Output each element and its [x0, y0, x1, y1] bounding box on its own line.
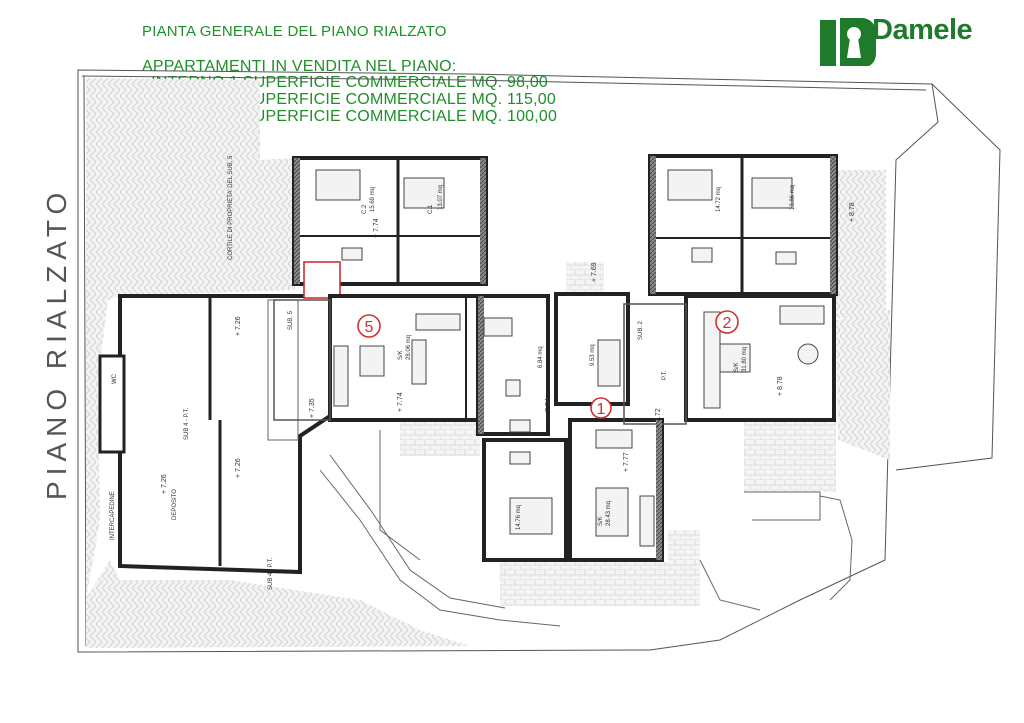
unit-markers: 5 2 1	[357, 310, 739, 419]
pt-label: P.T.	[662, 370, 668, 380]
sk1-area: 28.43 mq	[606, 501, 612, 526]
page-title: PIANTA GENERALE DEL PIANO RIALZATO	[142, 23, 447, 40]
c2b-area: 14.72 mq	[716, 187, 722, 212]
property-boundary	[77, 69, 1001, 653]
sub1-apartment	[476, 292, 664, 562]
sk2-label: S/K	[734, 362, 740, 372]
level-marker: + 7.72	[655, 408, 662, 428]
sub4-label: SUB 4 - P.T.	[184, 407, 190, 440]
sub4-building	[98, 294, 332, 575]
furniture	[315, 169, 825, 547]
unit-marker-5: 5	[365, 319, 374, 336]
c1-area: 13.07 mq	[438, 185, 444, 210]
intercapedine-label: INTERCAPEDINE	[110, 491, 116, 540]
courtyard-label: CORTILE DI PROPRIETA' DEL SUB. 5	[228, 155, 234, 260]
unit-marker-1: 1	[597, 401, 606, 418]
sk5-area: 28.06 mq	[406, 335, 412, 360]
sub5-label: SUB. 5	[288, 310, 294, 330]
wall-hatching	[294, 156, 836, 560]
c1b-area: 13.86 mq	[790, 185, 796, 210]
keyhole-icon	[820, 18, 876, 66]
unit-marker-2: 2	[723, 315, 732, 332]
driveway-lines	[319, 430, 853, 627]
mid2-area: 9.53 mq	[590, 344, 596, 366]
level-marker: + 7.69	[591, 262, 598, 282]
floor-label: PIANO RIALZATO	[41, 187, 72, 500]
sub2-label: SUB. 2	[638, 320, 644, 340]
sk1-label: S/K	[598, 516, 604, 526]
level-marker: + 7.74	[397, 392, 404, 412]
sub5-apartment	[273, 156, 488, 422]
level-marker: + 7.35	[309, 398, 316, 418]
level-marker: + 7.74	[545, 398, 552, 418]
level-marker: + 7.77	[623, 452, 630, 472]
brand-name: Damele	[872, 14, 973, 46]
level-marker: + 7.26	[235, 458, 242, 478]
level-marker: + 7.26	[161, 474, 168, 494]
sk2-area: 31.80 mq	[742, 347, 748, 372]
c-low-area: 14.76 mq	[516, 505, 522, 530]
level-marker: + 8.78	[849, 202, 856, 222]
level-markers: + 7.74 + 7.74 + 7.74 + 7.72 + 8.78 + 8.7…	[161, 202, 856, 494]
sk5-label: S/K	[398, 350, 404, 360]
c1-label: C.1	[428, 204, 434, 214]
units-heading: APPARTAMENTI IN VENDITA NEL PIANO:	[142, 58, 457, 75]
c2-label: C.2	[362, 204, 368, 214]
paved-areas	[86, 78, 890, 648]
level-marker: + 7.26	[235, 316, 242, 336]
wc-label: WC	[112, 373, 118, 384]
level-marker: + 8.78	[777, 376, 784, 396]
c2-area: 15.69 mq	[370, 187, 376, 212]
brand-logo	[820, 18, 876, 66]
deposito-label: DEPOSITO	[172, 489, 178, 520]
room-labels: CORTILE DI PROPRIETA' DEL SUB. 5 SUB. 5 …	[110, 155, 796, 590]
level-marker: + 7.74	[373, 218, 380, 238]
sub4-label-b: SUB 4 - P.T.	[268, 557, 274, 590]
mid-area: 6.84 mq	[538, 346, 544, 368]
